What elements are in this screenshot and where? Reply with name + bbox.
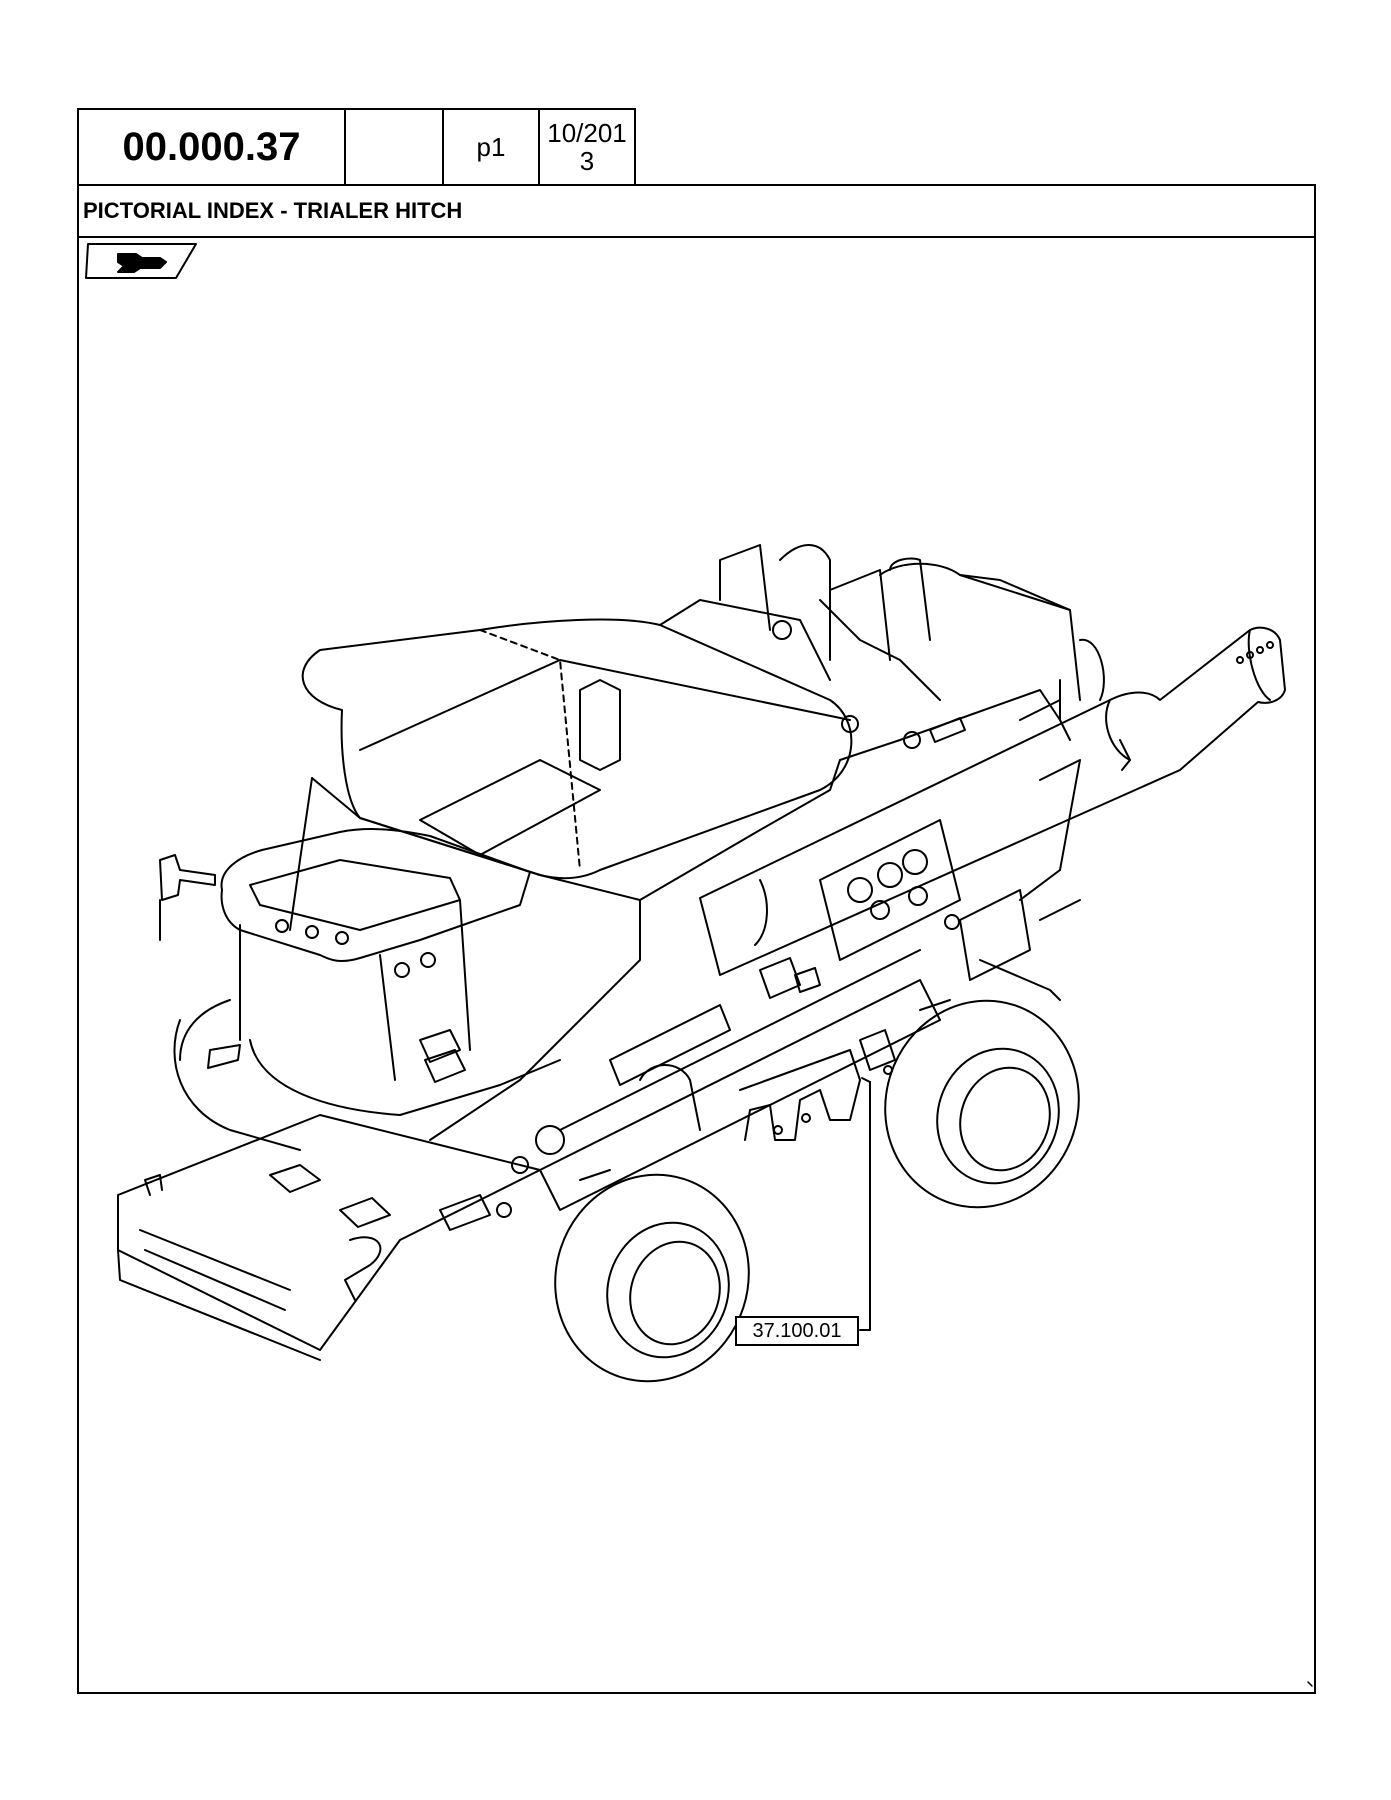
title-row: PICTORIAL INDEX - TRIALER HITCH bbox=[79, 186, 1314, 238]
content-frame: PICTORIAL INDEX - TRIALER HITCH bbox=[77, 184, 1316, 1694]
page-title: PICTORIAL INDEX - TRIALER HITCH bbox=[83, 198, 463, 223]
revision-date-line2: 3 bbox=[579, 146, 595, 176]
callout-label[interactable]: 37.100.01 bbox=[735, 1316, 859, 1346]
hand-pointer-icon[interactable] bbox=[85, 243, 197, 279]
revision-date: 10/201 3 bbox=[538, 108, 636, 186]
revision-date-line1: 10/201 bbox=[547, 118, 627, 148]
